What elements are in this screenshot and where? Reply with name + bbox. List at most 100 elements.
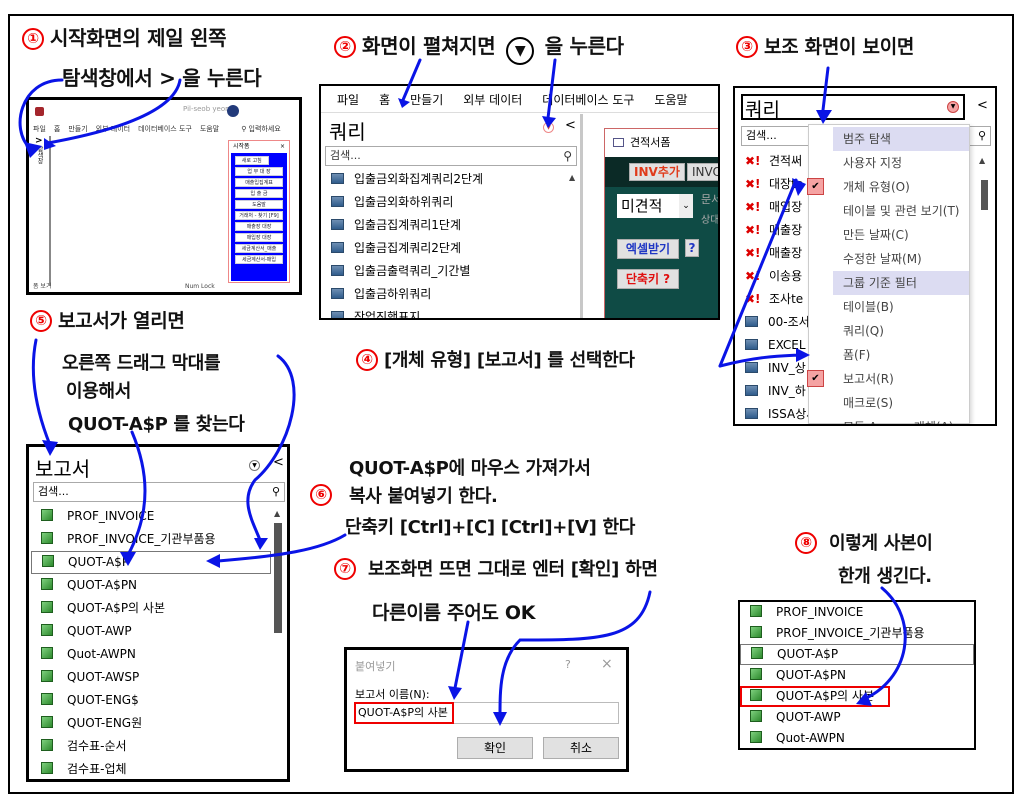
nav-list-item[interactable]: 입출금집계쿼리1단계 <box>321 214 561 237</box>
nav-list-item[interactable]: 입출금출력쿼리_기간별 <box>321 260 561 283</box>
ok-button[interactable]: 확인 <box>457 737 533 759</box>
scroll-up-arrow[interactable]: ▲ <box>274 509 281 518</box>
report-list-item[interactable]: QUOT-A$P <box>740 644 974 665</box>
nav-list-item[interactable]: 작업진행표지 <box>321 306 561 318</box>
report-list-item[interactable]: QUOT-A$P <box>31 551 271 574</box>
menu-help[interactable]: 도움말 <box>199 125 220 133</box>
report-list-item[interactable]: QUOT-A$P의 사본 <box>740 686 890 707</box>
start-form-button[interactable]: 세금계산서_매출 <box>235 244 283 253</box>
report-list-item[interactable]: QUOT-AWP <box>740 707 974 728</box>
collapse-nav-button[interactable]: < <box>565 118 576 133</box>
nav-list-item[interactable]: 입출금하위쿼리 <box>321 283 561 306</box>
report-list-item[interactable]: Quot-AWPN <box>31 643 271 666</box>
help-button[interactable]: ? <box>685 239 699 257</box>
menu-item[interactable]: 개체 유형(O)✔ <box>807 175 969 199</box>
report-list-item[interactable]: PROF_INVOICE <box>31 505 271 528</box>
tell-me-search[interactable]: ⚲ 입력하세요 <box>241 125 281 133</box>
start-form-button[interactable]: 도움말 <box>235 200 283 209</box>
tab-dbtools[interactable]: 데이터베이스 도구 <box>542 92 635 107</box>
report-list-item[interactable]: QUOT-ENG$ <box>31 689 271 712</box>
nav-list-item[interactable]: 입출금외화하위쿼리 <box>321 191 561 214</box>
nav-pane-header[interactable]: 쿼리 ▼ <box>741 94 965 121</box>
start-form-button[interactable]: 매출장 대장 <box>235 222 283 231</box>
report-list-item[interactable]: PROF_INVOICE_기관부품용 <box>740 623 974 644</box>
cancel-button[interactable]: 취소 <box>543 737 619 759</box>
invo-button[interactable]: INVO <box>687 163 718 181</box>
close-icon[interactable]: × <box>601 656 613 672</box>
report-list-item[interactable]: QUOT-A$PN <box>31 574 271 597</box>
form-tab[interactable]: 견적서폼 <box>605 129 718 157</box>
inv-add-button[interactable]: INV추가 <box>629 163 685 181</box>
report-list-item[interactable]: QUOT-A$PN <box>740 665 974 686</box>
menu-external[interactable]: 외부 데이터 <box>95 125 131 133</box>
collapse-nav-button[interactable]: < <box>977 98 988 113</box>
tab-help[interactable]: 도움말 <box>654 92 688 107</box>
tab-external[interactable]: 외부 데이터 <box>463 92 523 107</box>
report-list-item[interactable]: Quot-AWPN <box>740 728 974 748</box>
report-icon <box>41 647 53 659</box>
menu-item[interactable]: 보고서(R)✔ <box>807 367 969 391</box>
scroll-up-arrow[interactable]: ▲ <box>569 173 576 182</box>
report-list-item[interactable]: QUOT-ENG원 <box>31 712 271 735</box>
party-label: 상대 <box>701 215 720 226</box>
avatar[interactable] <box>227 105 239 117</box>
nav-list-item[interactable]: INV_하 <box>735 380 825 403</box>
search-input[interactable]: 검색...⚲ <box>33 482 285 502</box>
start-form-button[interactable]: 매출입집계표 <box>235 178 283 187</box>
tab-file[interactable]: 파일 <box>337 92 360 107</box>
scrollbar-thumb[interactable] <box>981 180 988 210</box>
report-list-item[interactable]: 검수표-업체 <box>31 758 271 779</box>
chevron-down-icon[interactable]: ⌄ <box>679 194 693 218</box>
nav-menu-dropdown-button[interactable]: ▼ <box>249 460 260 471</box>
menu-item[interactable]: 테이블 및 관련 보기(T) <box>843 204 960 218</box>
step6-line3: 단축키 [Ctrl]+[C] [Ctrl]+[V] 한다 <box>345 517 636 538</box>
help-icon[interactable]: ? <box>565 658 571 671</box>
report-name-input[interactable]: QUOT-A$P의 사본 <box>354 702 619 724</box>
report-list-item[interactable]: PROF_INVOICE_기관부품용 <box>31 528 271 551</box>
tab-create[interactable]: 만들기 <box>410 92 444 107</box>
menu-item[interactable]: 수정한 날짜(M) <box>843 252 922 266</box>
tab-home[interactable]: 홈 <box>379 92 391 107</box>
shortcut-button[interactable]: 단축키 ? <box>617 269 679 289</box>
start-form-button[interactable]: 세금계산서-매입 <box>235 255 283 264</box>
menu-item[interactable]: 사용자 지정 <box>843 156 903 170</box>
scrollbar-thumb[interactable] <box>274 523 282 633</box>
report-list-item[interactable]: 검수표-순서 <box>31 735 271 758</box>
nav-menu-dropdown-button[interactable]: ▼ <box>947 101 959 113</box>
nav-list-item[interactable]: 입출금집계쿼리2단계 <box>321 237 561 260</box>
status-combo[interactable]: 미견적 <box>617 194 679 218</box>
menu-item[interactable]: 폼(F) <box>843 348 871 362</box>
close-icon[interactable]: × <box>279 143 285 150</box>
search-input[interactable]: 검색...⚲ <box>325 146 577 166</box>
start-form-button[interactable]: 새로 고침 <box>235 156 269 165</box>
nav-list-item[interactable]: ✖!견적써 <box>735 150 825 173</box>
menu-item[interactable]: 만든 날짜(C) <box>843 228 909 242</box>
start-form-button[interactable]: 거래처 - 찾기 [F9] <box>235 211 283 220</box>
menu-home[interactable]: 홈 <box>53 125 61 133</box>
report-list-item[interactable]: PROF_INVOICE <box>740 602 974 623</box>
menu-item[interactable]: 테이블(B) <box>843 300 894 314</box>
ribbon-tabs: 파일 홈 만들기 외부 데이터 데이터베이스 도구 도움말 <box>321 86 718 113</box>
nav-list-item[interactable]: 입출금외화집계쿼리2단계 <box>321 168 561 191</box>
expand-nav-button[interactable]: > <box>35 136 43 146</box>
start-form-button[interactable]: 매입장 대장 <box>235 233 283 242</box>
menu-create[interactable]: 만들기 <box>68 125 88 133</box>
report-icon <box>41 532 53 544</box>
menu-item[interactable]: 모든 Access 개체(A) <box>833 415 969 424</box>
report-icon <box>41 578 53 590</box>
menu-item[interactable]: 매크로(S) <box>843 396 894 410</box>
menu-item[interactable]: 쿼리(Q) <box>843 324 884 338</box>
report-list-item[interactable]: QUOT-AWP <box>31 620 271 643</box>
excel-import-button[interactable]: 엑셀받기 <box>617 239 679 259</box>
menu-dbtools[interactable]: 데이터베이스 도구 <box>138 125 192 133</box>
collapse-nav-button[interactable]: < <box>273 455 284 470</box>
start-form-button[interactable]: 업 무 대 장 <box>235 167 283 176</box>
user-name: Pil-seob yeom <box>183 105 232 113</box>
report-list-item[interactable]: QUOT-AWSP <box>31 666 271 689</box>
report-list-item[interactable]: QUOT-A$P의 사본 <box>31 597 271 620</box>
menu-file[interactable]: 파일 <box>33 125 46 133</box>
nav-menu-dropdown-button[interactable]: ▼ <box>543 122 554 133</box>
start-form-button[interactable]: 입 출 금 <box>235 189 283 198</box>
scroll-up-arrow[interactable]: ▲ <box>979 156 986 165</box>
